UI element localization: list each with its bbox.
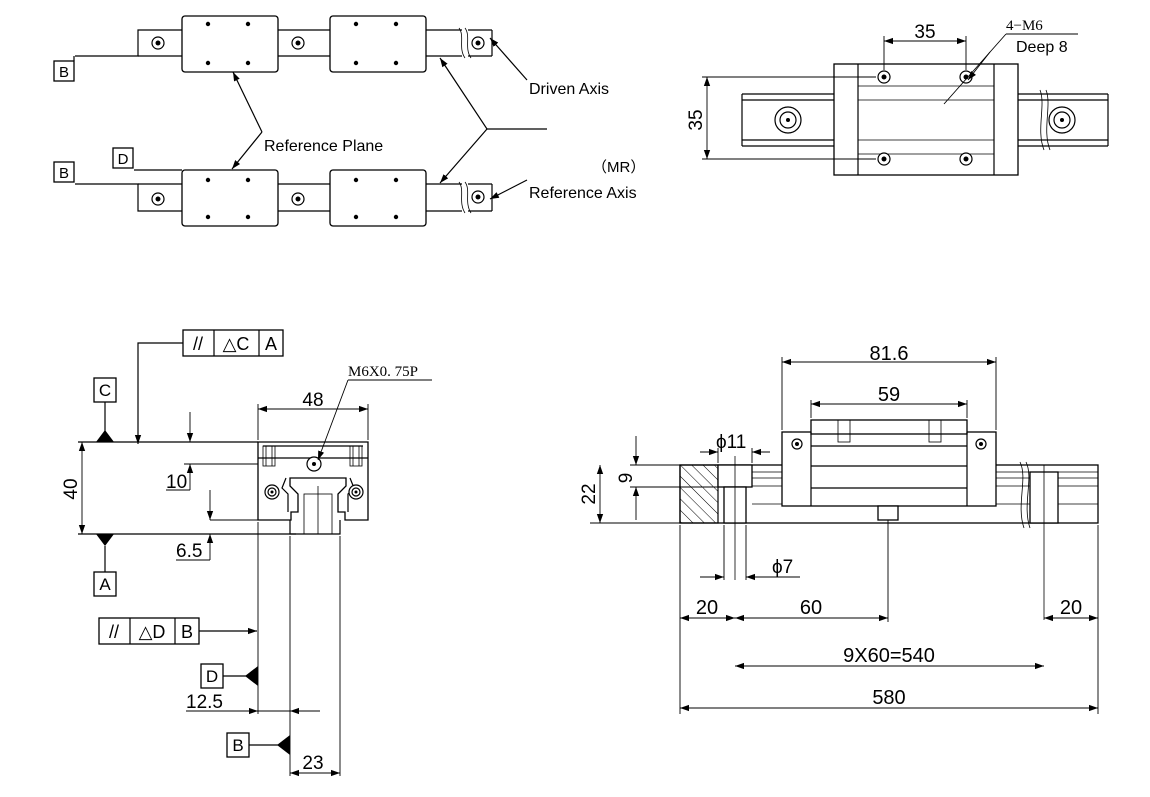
deep-note: Deep 8 (1016, 39, 1068, 56)
datum-a-label: A (99, 575, 111, 594)
lube-port-icon (306, 456, 322, 472)
datum-b-box (53, 161, 75, 183)
dim-10: 10 (166, 472, 187, 493)
dim-35-horizontal: 35 (914, 22, 935, 43)
mount-hole-icon (151, 36, 485, 50)
feature-control-frame-bottom: // △D B (98, 617, 200, 645)
carriage-block-plan (833, 63, 1019, 176)
parallelism-symbol: // (109, 622, 119, 642)
dim-81-6: 81.6 (870, 343, 909, 365)
datum-c-label: C (99, 381, 111, 400)
dim-48: 48 (302, 390, 323, 411)
datum-b-label: B (232, 736, 243, 755)
reference-plane-label: Reference Plane (264, 138, 383, 155)
block-screw-dots (205, 177, 399, 220)
datum-reference: A (265, 334, 277, 354)
mr-label: （MR） (592, 159, 645, 176)
carriage-block (181, 15, 279, 73)
block-screw-dots (205, 21, 399, 66)
end-seal-hole-icon (791, 438, 987, 450)
rail-hole-icon (774, 106, 1076, 134)
dim-12-5: 12.5 (186, 692, 223, 713)
datum-d-box (112, 147, 134, 169)
dim-pitch: 9X60=540 (843, 645, 935, 667)
reference-axis-label: Reference Axis (529, 185, 637, 202)
tolerance-value: △D (139, 622, 166, 642)
lower-rail-assembly (75, 169, 493, 227)
end-view: // △C A C 40 A (61, 329, 432, 777)
datum-reference: B (181, 622, 193, 642)
dim-40: 40 (61, 478, 82, 499)
mount-hole-icon (151, 190, 485, 206)
dim-9: 9 (616, 473, 637, 484)
dim-22: 22 (579, 483, 600, 504)
dim-6-5: 6.5 (176, 541, 202, 562)
dim-dia-7: ϕ7 (772, 557, 793, 578)
thread-note: 4−M6 (1006, 18, 1043, 34)
carriage-block (329, 169, 427, 227)
feature-control-frame-top: // △C A (182, 329, 284, 357)
rail-layout-view: B B D Reference Plane Driven Axis （MR） R… (53, 15, 645, 227)
dim-dia-11: ϕ11 (716, 432, 746, 453)
side-view: 81.6 59 ϕ11 9 22 ϕ7 20 60 (579, 343, 1099, 714)
carriage-side (781, 431, 997, 507)
datum-b-box (53, 60, 75, 82)
parallelism-symbol: // (193, 334, 203, 354)
dim-20-right: 20 (1060, 597, 1082, 619)
plan-view: 35 35 4−M6 Deep 8 (686, 18, 1109, 176)
tolerance-value: △C (223, 334, 250, 354)
dim-60: 60 (800, 597, 822, 619)
datum-a-box (93, 571, 117, 597)
upper-rail-assembly (75, 15, 493, 73)
section-hatch (679, 464, 719, 524)
carriage-block (329, 15, 427, 73)
dim-580: 580 (872, 687, 905, 709)
driven-axis-label: Driven Axis (529, 81, 609, 98)
dim-35-vertical: 35 (686, 109, 707, 130)
tapped-hole-icon (877, 70, 973, 166)
side-hole-icon (264, 484, 364, 500)
datum-b-label: B (59, 64, 69, 81)
dim-59: 59 (878, 384, 900, 406)
datum-d-label: D (206, 667, 218, 686)
rail-counterbore (717, 456, 1059, 620)
datum-b-label: B (59, 165, 69, 182)
thread-note: M6X0. 75P (348, 364, 418, 380)
carriage-block (181, 169, 279, 227)
dim-23: 23 (302, 753, 323, 774)
datum-d-label: D (118, 151, 129, 168)
dim-20-left: 20 (696, 597, 718, 619)
